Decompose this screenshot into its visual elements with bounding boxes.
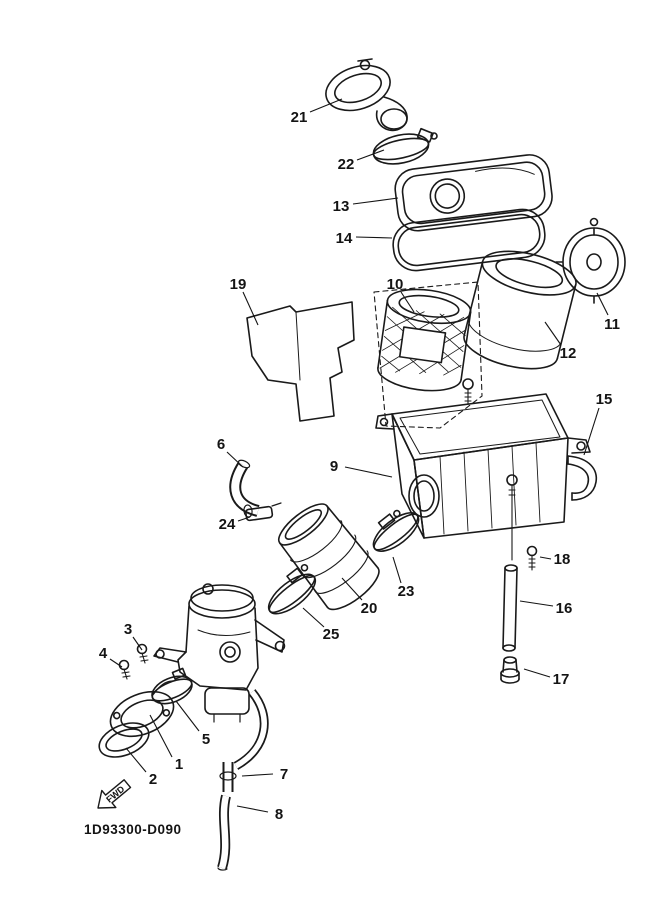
callout-3: 3	[124, 621, 132, 638]
callout-10: 10	[387, 276, 404, 293]
part-drain-tube	[502, 564, 518, 652]
part-clamp-25	[267, 563, 317, 615]
part-drain-hose	[217, 794, 231, 871]
part-filter-cap	[555, 217, 626, 304]
part-filter-element-outer	[463, 250, 577, 370]
part-cover-seal	[392, 208, 546, 272]
callout-18: 18	[554, 551, 571, 568]
filter-insert-guide-dashed	[373, 281, 483, 429]
callout-leader-lines	[109, 98, 609, 813]
part-bolt-4	[118, 659, 131, 680]
part-hose-joint	[219, 762, 237, 792]
part-bolt-3	[136, 643, 149, 664]
callout-22: 22	[338, 156, 355, 173]
callout-20: 20	[361, 600, 378, 617]
part-bracket	[567, 455, 598, 501]
part-filter-element-inner	[377, 288, 472, 392]
part-screw-18	[526, 545, 538, 571]
callout-19: 19	[230, 276, 247, 293]
callout-12: 12	[560, 345, 577, 362]
callout-24: 24	[219, 516, 236, 533]
part-drain-plug	[500, 656, 520, 684]
callout-23: 23	[398, 583, 415, 600]
callout-15: 15	[596, 391, 613, 408]
callout-11: 11	[604, 316, 620, 333]
callout-17: 17	[553, 671, 570, 688]
callout-13: 13	[333, 198, 350, 215]
callout-5: 5	[202, 731, 210, 748]
callout-25: 25	[323, 626, 340, 643]
diagram-code: 1D93300-D090	[84, 822, 182, 837]
part-breather-hose	[229, 459, 260, 517]
callout-21: 21	[291, 109, 308, 126]
part-case-cover	[394, 154, 553, 232]
part-clamp-5	[151, 667, 193, 705]
part-carburetor	[153, 583, 286, 723]
part-air-joint-boot	[277, 503, 380, 611]
part-overflow-hose	[233, 689, 269, 770]
callout-6: 6	[217, 436, 225, 453]
callout-7: 7	[280, 766, 288, 783]
callout-8: 8	[275, 806, 283, 823]
part-joint-gasket	[98, 722, 150, 758]
part-heat-shield	[246, 301, 355, 422]
callout-1: 1	[175, 756, 183, 773]
callout-16: 16	[556, 600, 573, 617]
part-intake-horn	[325, 58, 408, 132]
fwd-arrow	[97, 779, 132, 809]
part-clamp-22	[372, 127, 438, 165]
part-carb-joint	[109, 680, 175, 738]
callout-14: 14	[336, 230, 353, 247]
callout-4: 4	[99, 645, 108, 662]
part-air-cleaner-case	[375, 378, 591, 561]
part-clamp-23	[372, 509, 420, 552]
callout-2: 2	[149, 771, 157, 788]
callout-9: 9	[330, 458, 338, 475]
